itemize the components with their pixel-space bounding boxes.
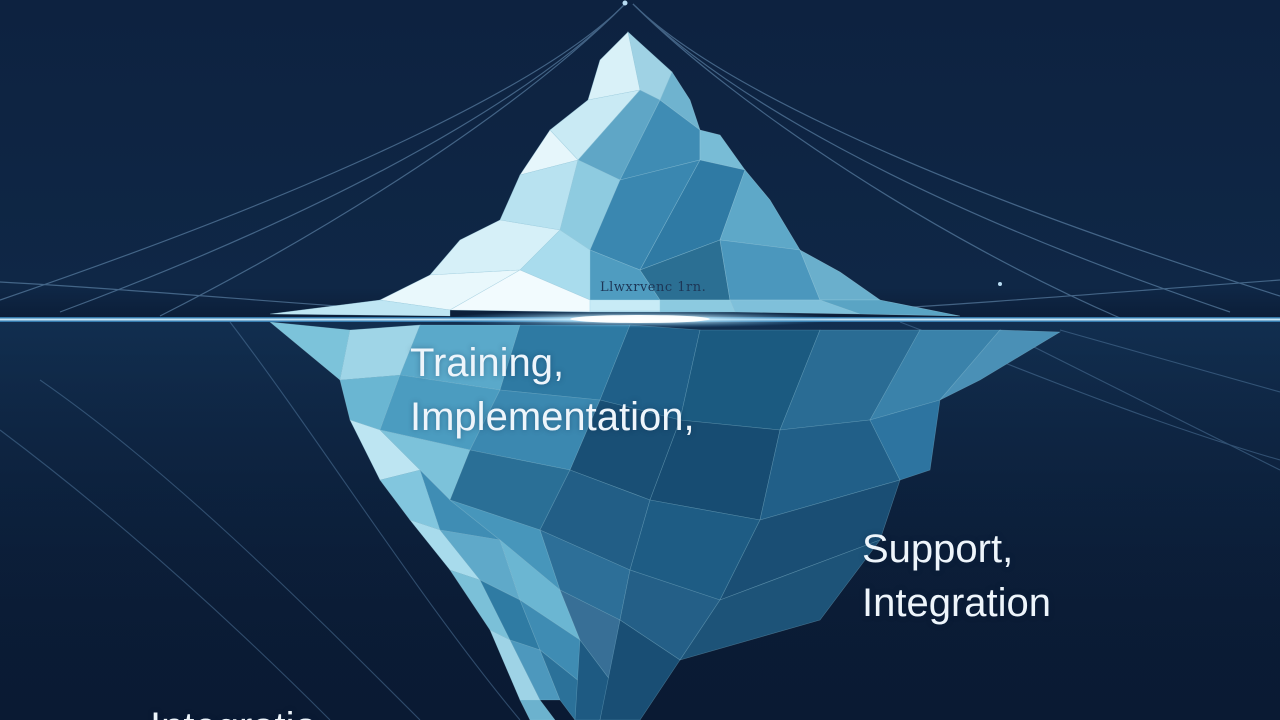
iceberg-body bbox=[269, 321, 1062, 720]
label-bottom-partial: Integratio bbox=[150, 700, 317, 720]
wire-node bbox=[622, 0, 628, 6]
wire-node bbox=[998, 282, 1002, 286]
iceberg-tip bbox=[269, 31, 961, 317]
label-support-integration: Support, Integration bbox=[862, 522, 1051, 630]
label-integration: Integration bbox=[862, 581, 1052, 625]
label-support: Support, bbox=[862, 527, 1014, 571]
label-training-implementation: Training, Implementation, bbox=[410, 336, 695, 444]
wire-lines-top bbox=[0, 3, 1280, 319]
tip-label: Llwxrvenc 1rn. bbox=[600, 280, 707, 295]
label-implementation: Implementation, bbox=[410, 395, 695, 439]
label-training: Training, bbox=[410, 341, 565, 385]
